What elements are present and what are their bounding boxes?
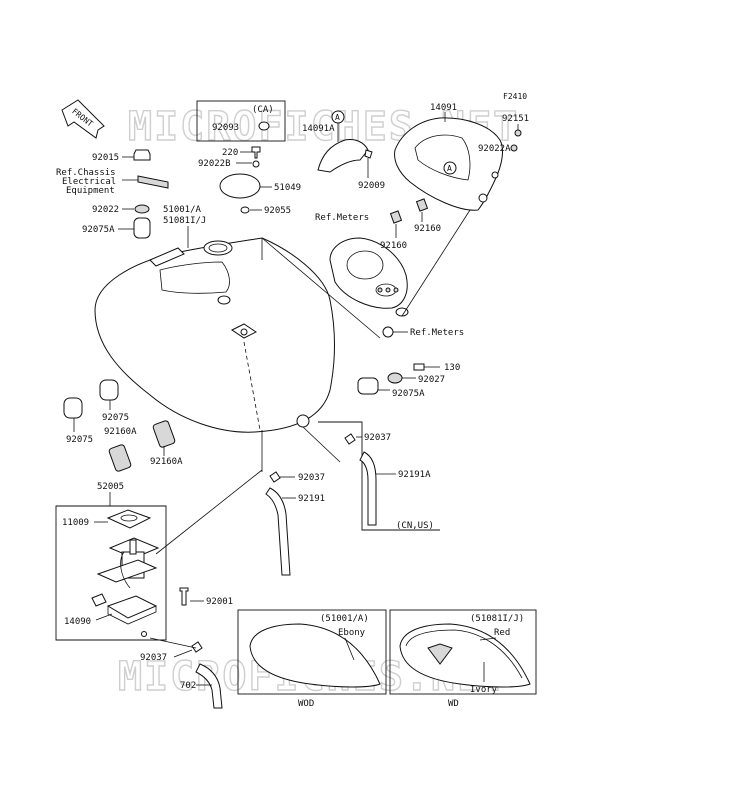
callout-14091: 14091	[430, 103, 457, 113]
callout-92022b: 92022B	[198, 159, 231, 169]
part-92151	[514, 129, 522, 137]
variant-left-part: (51001/A)	[320, 614, 369, 624]
circle-a-label-1: A	[335, 113, 340, 122]
ca-region-box	[196, 100, 286, 142]
callout-52005: 52005	[97, 482, 124, 492]
meter-mount-grommet	[382, 326, 394, 338]
callout-92022: 92022	[92, 205, 119, 215]
callout-ref-chassis-2: Electrical	[62, 177, 116, 187]
part-92093	[258, 121, 270, 131]
part-92037-bottom	[191, 641, 203, 653]
part-92015	[133, 149, 151, 161]
callout-92093: 92093	[212, 123, 239, 133]
variant-right-tank	[399, 623, 531, 688]
part-92027	[387, 372, 403, 384]
variant-left-code: WOD	[298, 699, 314, 709]
cn-us-bracket	[318, 421, 440, 531]
callout-92022a: 92022A	[478, 144, 511, 154]
callout-14090: 14090	[64, 617, 91, 627]
part-92160a-a	[108, 444, 132, 472]
front-arrow-icon: FRONT	[61, 99, 105, 139]
callout-92151: 92151	[502, 114, 529, 124]
part-51049-fuel-cap	[219, 173, 261, 199]
callout-ref-meters-top: Ref.Meters	[315, 213, 369, 223]
callout-51049: 51049	[274, 183, 301, 193]
callout-ref-meters-bottom: Ref.Meters	[410, 328, 464, 338]
variant-left-color: Ebony	[338, 628, 366, 638]
part-702-hose	[195, 663, 223, 709]
variant-right-color-bottom: Ivory	[470, 685, 498, 695]
part-92075-b	[63, 397, 83, 419]
part-ground-strap	[137, 175, 169, 189]
part-92160-clip-2	[415, 198, 429, 212]
circle-a-label-2: A	[447, 164, 452, 173]
part-92022b	[252, 160, 260, 168]
callout-92037-bottom: 92037	[140, 653, 167, 663]
part-92075a-left	[133, 217, 151, 239]
part-130	[413, 363, 425, 371]
callout-11009: 11009	[62, 518, 89, 528]
variant-right-part: (51081I/J)	[470, 614, 524, 624]
callout-92075-1: 92075	[102, 413, 129, 423]
fuel-cock-group-box	[55, 505, 167, 641]
callout-14091a: 14091A	[302, 124, 335, 134]
part-92022a	[510, 144, 518, 152]
callout-51001a: 51001/A	[163, 205, 202, 215]
part-fuel-cock-lever	[91, 593, 107, 607]
speedometer-assembly	[329, 237, 409, 317]
part-92160a-b	[152, 420, 176, 448]
variant-right-code: WD	[448, 699, 459, 709]
part-11009-gasket	[106, 509, 152, 529]
variant-box-red-ivory	[389, 609, 537, 695]
fuel-tank-body	[94, 237, 335, 433]
tank-outlet	[296, 414, 310, 428]
callout-92191: 92191	[298, 494, 325, 504]
callout-ref-chassis-1: Ref.Chassis	[56, 168, 116, 178]
part-92075a-right	[357, 377, 379, 395]
callout-92009: 92009	[358, 181, 385, 191]
part-92075-a	[99, 379, 119, 401]
callout-92037-right: 92037	[364, 433, 391, 443]
callout-130: 130	[444, 363, 460, 373]
callout-92055: 92055	[264, 206, 291, 216]
variant-box-ebony	[237, 609, 387, 695]
callout-92160-2: 92160	[414, 224, 441, 234]
callout-220: 220	[222, 148, 238, 158]
variant-right-emblem-icon	[427, 643, 453, 665]
callout-92075-2: 92075	[66, 435, 93, 445]
part-92022	[134, 204, 150, 214]
callout-702: 702	[180, 681, 196, 691]
part-92055	[240, 206, 250, 214]
part-52005-fuel-cock	[96, 537, 160, 589]
part-92037-mid	[269, 471, 281, 483]
callout-92160a-1: 92160A	[104, 427, 137, 437]
part-92191a-hose	[359, 451, 377, 526]
callout-ref-chassis-3: Equipment	[66, 186, 115, 196]
callout-92037-mid: 92037	[298, 473, 325, 483]
part-220	[251, 146, 261, 159]
callout-92075a-right: 92075A	[392, 389, 425, 399]
variant-left-tank	[249, 623, 381, 688]
part-92009	[364, 149, 373, 159]
callout-92191a: 92191A	[398, 470, 431, 480]
callout-92001: 92001	[206, 597, 233, 607]
callout-92160a-2: 92160A	[150, 457, 183, 467]
callout-92015: 92015	[92, 153, 119, 163]
variant-right-color-top: Red	[494, 628, 510, 638]
fuel-filler-neck	[203, 240, 233, 256]
part-92191-hose	[265, 487, 291, 576]
part-14091a-cover	[317, 139, 369, 173]
part-92001-screw	[179, 587, 189, 606]
callout-92160-1: 92160	[380, 241, 407, 251]
ca-region-label: (CA)	[252, 105, 274, 115]
part-92160-clip-1	[389, 210, 403, 224]
callout-cn-us: (CN,US)	[396, 521, 434, 531]
figure-code: F2410	[503, 92, 527, 101]
callout-92075a-left: 92075A	[82, 225, 115, 235]
callout-51081ij: 51081I/J	[163, 216, 206, 226]
circle-a-marker-2	[443, 161, 457, 175]
callout-92027: 92027	[418, 375, 445, 385]
part-92037-right	[344, 433, 356, 445]
